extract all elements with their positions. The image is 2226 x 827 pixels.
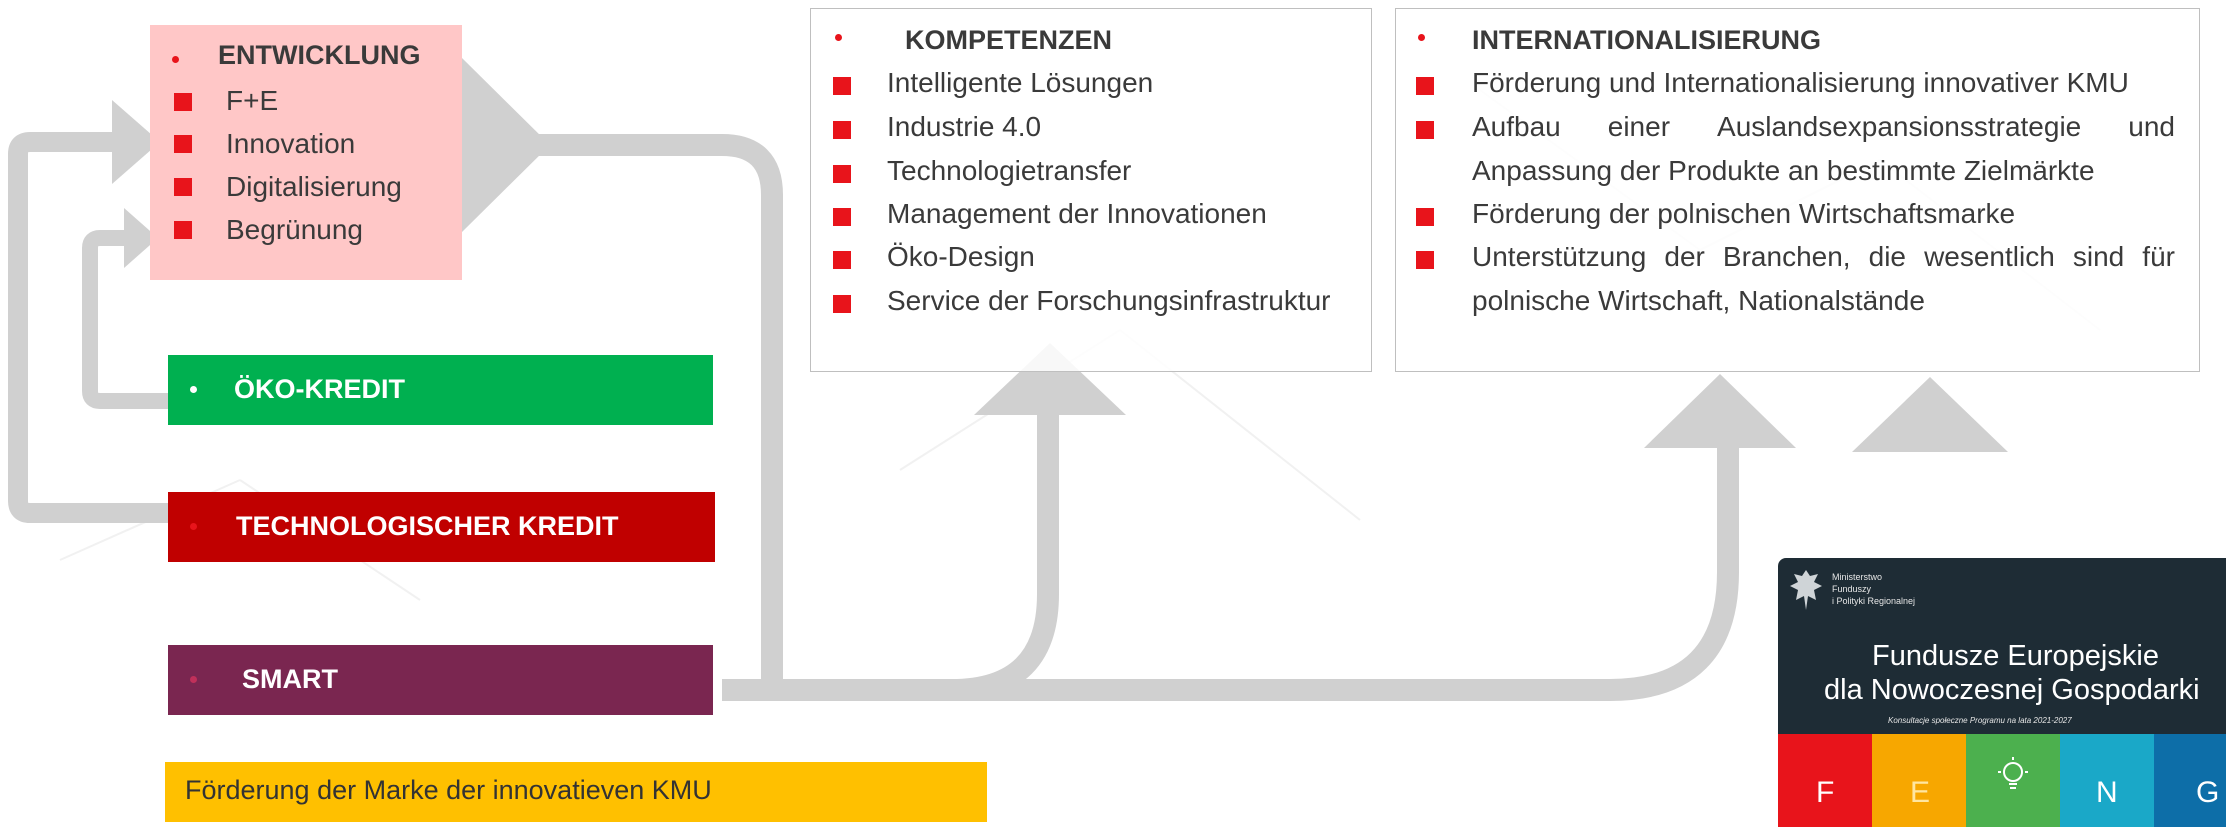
kompetenzen-item-4: Management der Innovationen <box>887 198 1267 229</box>
internationalisierung-title: INTERNATIONALISIERUNG <box>1472 25 1821 55</box>
technologischer-kredit-label: TECHNOLOGISCHER KREDIT <box>236 511 619 541</box>
marke-label: Förderung der Marke der innovatieven KMU <box>185 775 712 805</box>
internationalisierung-bullet-1 <box>1416 77 1434 95</box>
feng-title-line-2: dla Nowoczesnej Gospodarki <box>1824 674 2200 706</box>
internationalisierung-item-4-line-2: polnische Wirtschaft, Nationalstände <box>1472 285 1925 316</box>
kompetenzen-bullet-1 <box>833 77 851 95</box>
internationalisierung-item-2-line-2: Anpassung der Produkte an bestimmte Ziel… <box>1472 155 2095 186</box>
entwicklung-title: ENTWICKLUNG <box>218 40 421 70</box>
entwicklung-item-2: Innovation <box>226 128 356 159</box>
kompetenzen-title: KOMPETENZEN <box>905 25 1113 55</box>
kompetenzen-item-5: Öko-Design <box>887 241 1035 272</box>
feng-tile-e: E <box>1872 734 1966 827</box>
entwicklung-to-smart-path <box>500 134 783 680</box>
entwicklung-bullet-4 <box>174 221 192 239</box>
technologischer-kredit-bar: TECHNOLOGISCHER KREDIT <box>168 492 715 562</box>
entwicklung-bullet-3 <box>174 178 192 196</box>
entwicklung-bullet-2 <box>174 135 192 153</box>
loop-arrow-inner <box>82 230 168 409</box>
technologischer-kredit-bullet <box>190 523 197 530</box>
oeko-kredit-bullet <box>190 386 197 393</box>
entwicklung-item-4: Begrünung <box>226 214 364 245</box>
smart-bar: SMART <box>168 645 713 715</box>
ministry-line-2: Funduszy <box>1832 584 1872 594</box>
kompetenzen-item-1: Intelligente Lösungen <box>887 67 1154 98</box>
kompetenzen-bullet-2 <box>833 121 851 139</box>
oeko-kredit-label: ÖKO-KREDIT <box>234 374 405 404</box>
feng-subtitle: Konsultacje społeczne Programu na lata 2… <box>1888 716 2072 725</box>
entwicklung-box: ENTWICKLUNG F+E Innovation Digitalisieru… <box>150 25 462 280</box>
kompetenzen-item-6: Service der Forschungsinfrastruktur <box>887 285 1331 316</box>
feng-title-line-1: Fundusze Europejskie <box>1872 640 2159 672</box>
feng-program-logo: Ministerstwo Funduszy i Polityki Regiona… <box>1778 558 2226 827</box>
kompetenzen-item-2: Industrie 4.0 <box>887 111 1042 142</box>
kompetenzen-bullet-4 <box>833 208 851 226</box>
kompetenzen-title-bullet <box>835 34 842 41</box>
internationalisierung-box: INTERNATIONALISIERUNG Förderung und Inte… <box>1395 8 2200 372</box>
internationalisierung-title-bullet <box>1418 34 1425 41</box>
entwicklung-bullet-1 <box>174 93 192 111</box>
internationalisierung-item-2-line-1: Aufbau einer Auslandsexpansionsstrategie… <box>1472 111 2175 142</box>
feng-tile-n: N <box>2060 734 2154 827</box>
internationalisierung-item-1: Förderung und Internationalisierung inno… <box>1472 67 2129 98</box>
smart-bullet <box>190 676 197 683</box>
loop-arrow-inner-head <box>124 208 158 268</box>
internationalisierung-arrow-head-2 <box>1852 377 2008 452</box>
entwicklung-title-bullet <box>172 56 179 63</box>
entwicklung-item-1: F+E <box>226 85 279 116</box>
loop-arrow-outer-head <box>112 100 160 184</box>
kompetenzen-bullet-6 <box>833 295 851 313</box>
marke-bar: Förderung der Marke der innovatieven KMU <box>165 762 987 822</box>
polish-eagle-icon <box>1790 570 1822 610</box>
kompetenzen-bullet-3 <box>833 165 851 183</box>
internationalisierung-item-3: Förderung der polnischen Wirtschaftsmark… <box>1472 198 2016 229</box>
feng-tile-g: G <box>2154 734 2226 827</box>
internationalisierung-bullet-3 <box>1416 208 1434 226</box>
smart-main-stream <box>722 420 1739 701</box>
entwicklung-item-3: Digitalisierung <box>226 171 402 202</box>
internationalisierung-arrow-head-1b <box>1644 374 1796 448</box>
oeko-kredit-bar: ÖKO-KREDIT <box>168 355 713 425</box>
feng-tile-f: F <box>1778 734 1872 827</box>
lightbulb-icon <box>1998 757 2028 789</box>
feng-tile-bulb <box>1966 734 2060 827</box>
internationalisierung-bullet-4 <box>1416 251 1434 269</box>
kompetenzen-item-3: Technologietransfer <box>887 155 1132 186</box>
kompetenzen-arrow-head <box>974 343 1126 415</box>
internationalisierung-item-4-line-1: Unterstützung der Branchen, die wesentli… <box>1472 241 2175 272</box>
kompetenzen-bullet-5 <box>833 251 851 269</box>
loop-arrow-outer <box>7 132 168 523</box>
ministry-line-3: i Polityki Regionalnej <box>1832 596 1916 606</box>
kompetenzen-branch <box>951 395 1059 701</box>
smart-label: SMART <box>242 664 338 694</box>
kompetenzen-box: KOMPETENZEN Intelligente Lösungen Indust… <box>810 8 1372 372</box>
internationalisierung-bullet-2 <box>1416 121 1434 139</box>
ministry-line-1: Ministerstwo <box>1832 572 1883 582</box>
